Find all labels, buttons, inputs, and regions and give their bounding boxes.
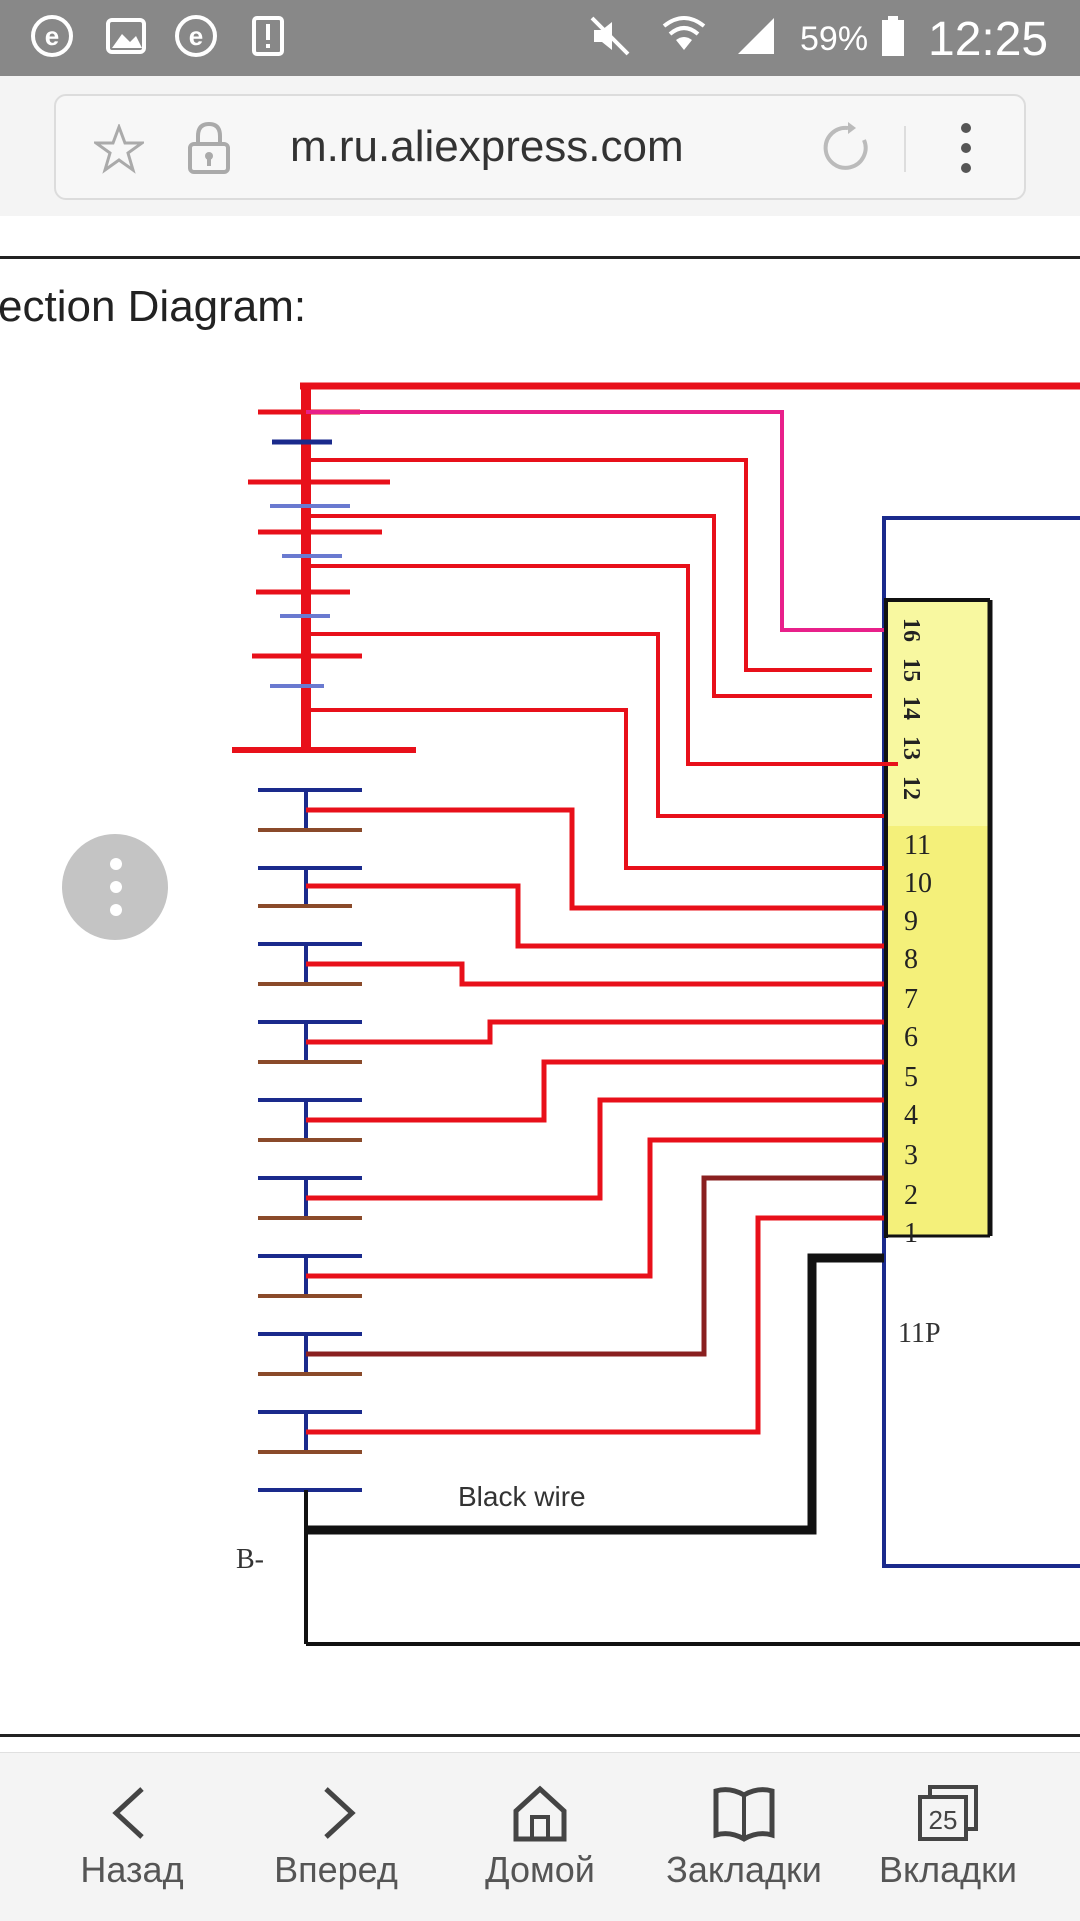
- tabs-icon: 25: [916, 1783, 980, 1848]
- alert-icon: [246, 14, 290, 58]
- section-title: ection Diagram:: [0, 282, 307, 331]
- battery-percent: 59%: [800, 20, 869, 58]
- notification-e-icon-2: e: [174, 14, 218, 58]
- forward-button[interactable]: Вперед: [236, 1753, 436, 1921]
- pin-label: 15: [898, 658, 924, 682]
- browser-toolbar: m.ru.aliexpress.com: [0, 76, 1080, 216]
- forward-label: Вперед: [274, 1849, 398, 1890]
- back-button[interactable]: Назад: [32, 1753, 232, 1921]
- home-label: Домой: [485, 1849, 595, 1890]
- pin-label: 10: [904, 868, 932, 899]
- pin-label: 13: [898, 736, 924, 760]
- bottom-navigation: Назад Вперед Домой Закладки 25 Вкладки: [0, 1752, 1080, 1921]
- top-rule: [0, 256, 1080, 259]
- connector-block-lower: [884, 826, 992, 1236]
- bookmarks-label: Закладки: [666, 1849, 822, 1890]
- pin-label: 6: [904, 1022, 918, 1053]
- chevron-left-icon: [102, 1783, 162, 1848]
- tabs-label: Вкладки: [878, 1849, 1018, 1890]
- connection-diagram: 16 15 14 13 12 11 10 9 8 7 6 5 4 3 2 1 11P Black wire B…: [232, 382, 1080, 1646]
- reload-icon[interactable]: [820, 120, 876, 181]
- pin-label: 2: [904, 1180, 918, 1211]
- pin-label: 14: [898, 696, 924, 720]
- pin-label: 4: [904, 1100, 918, 1131]
- battery-icon: [876, 14, 920, 58]
- image-notification-icon: [104, 14, 148, 58]
- floating-menu-button[interactable]: [62, 834, 168, 940]
- mute-icon: [588, 14, 632, 58]
- home-icon: [510, 1783, 570, 1848]
- home-button[interactable]: Домой: [440, 1753, 640, 1921]
- wifi-icon: [662, 14, 706, 58]
- svg-text:e: e: [45, 21, 59, 51]
- pin-label: 1: [904, 1218, 918, 1249]
- pin-label: 5: [904, 1062, 918, 1093]
- url-text[interactable]: m.ru.aliexpress.com: [290, 122, 684, 171]
- black-wire-label: Black wire: [458, 1481, 586, 1512]
- pin-label: 3: [904, 1140, 918, 1171]
- svg-text:e: e: [189, 21, 203, 51]
- bottom-rule: [0, 1734, 1080, 1737]
- notification-e-icon: e: [30, 14, 74, 58]
- tab-count: 25: [929, 1805, 958, 1835]
- pin-label: 7: [904, 984, 918, 1015]
- status-bar: e e 59% 12:25: [0, 0, 1080, 76]
- lock-icon: [184, 120, 234, 181]
- book-icon: [712, 1783, 776, 1848]
- clock: 12:25: [928, 13, 1049, 66]
- pin-label: 11: [904, 830, 931, 861]
- b-minus-label: B-: [236, 1544, 264, 1575]
- connector-label: 11P: [898, 1318, 941, 1349]
- more-menu-icon[interactable]: [956, 120, 976, 181]
- bookmark-star-icon[interactable]: [91, 122, 147, 179]
- address-bar[interactable]: m.ru.aliexpress.com: [54, 94, 1026, 200]
- signal-icon: [734, 14, 778, 58]
- back-label: Назад: [80, 1849, 184, 1890]
- pin-label: 8: [904, 944, 918, 975]
- pin-label: 12: [898, 776, 924, 800]
- tabs-button[interactable]: 25 Вкладки: [848, 1753, 1048, 1921]
- divider: [904, 126, 906, 172]
- chevron-right-icon: [306, 1783, 366, 1848]
- page-content: ection Diagram:: [0, 216, 1080, 1752]
- pin-label: 9: [904, 906, 918, 937]
- pin-label: 16: [898, 618, 924, 642]
- bookmarks-button[interactable]: Закладки: [644, 1753, 844, 1921]
